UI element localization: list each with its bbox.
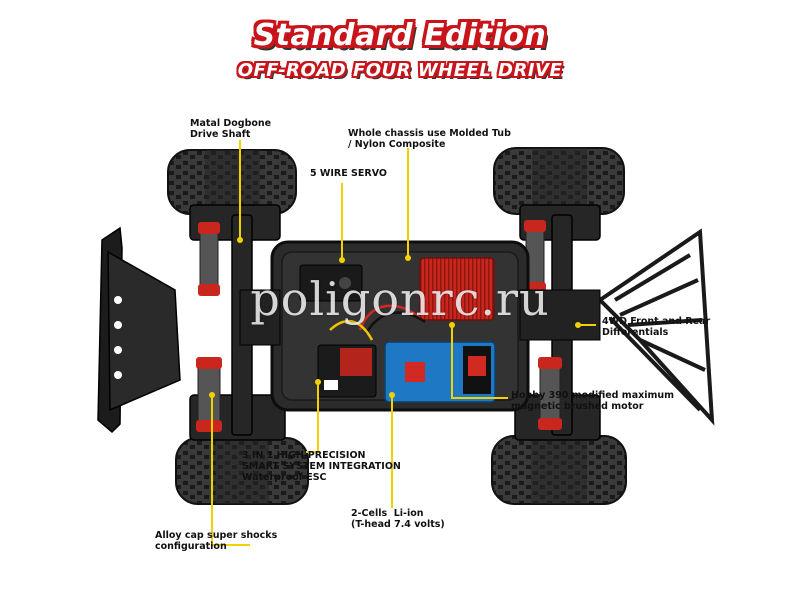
edition-subtitle: OFF-ROAD FOUR WHEEL DRIVE [237, 60, 563, 81]
callout-battery: 2-Cells Li-ion (T-head 7.4 volts) [351, 508, 445, 530]
shock-absorbers [196, 220, 562, 432]
callout-shocks: Alloy cap super shocks configuration [155, 530, 278, 552]
callout-chassis-material: Whole chassis use Molded Tub / Nylon Com… [348, 128, 511, 150]
callout-lines [211, 140, 596, 546]
callout-differentials: 4WD Front and Rear Differentials [602, 316, 711, 338]
front-bumper [97, 226, 181, 434]
front-left-wheel [167, 149, 297, 215]
front-right-wheel [493, 147, 625, 215]
brushed-motor [419, 257, 495, 321]
esc-receiver-unit [317, 344, 377, 398]
callout-motor: Hobby 390 modified maximum magnetic brus… [511, 390, 675, 412]
battery-pack [384, 341, 496, 403]
edition-title: Standard Edition [253, 18, 547, 53]
rear-right-wheel [491, 435, 627, 505]
callout-dots [209, 237, 581, 398]
callout-dogbone-drive-shaft: Matal Dogbone Drive Shaft [190, 118, 272, 140]
watermark-text: poligonrc.ru [250, 272, 550, 326]
rear-left-wheel [175, 437, 309, 505]
steering-servo [299, 264, 363, 302]
callout-servo: 5 WIRE SERVO [310, 168, 387, 179]
callout-esc: 3 IN 1 HIGH-PRECISION SMART SYSTEM INTEG… [242, 450, 401, 483]
wiring [329, 304, 426, 341]
rear-bumper-cage [596, 228, 715, 426]
